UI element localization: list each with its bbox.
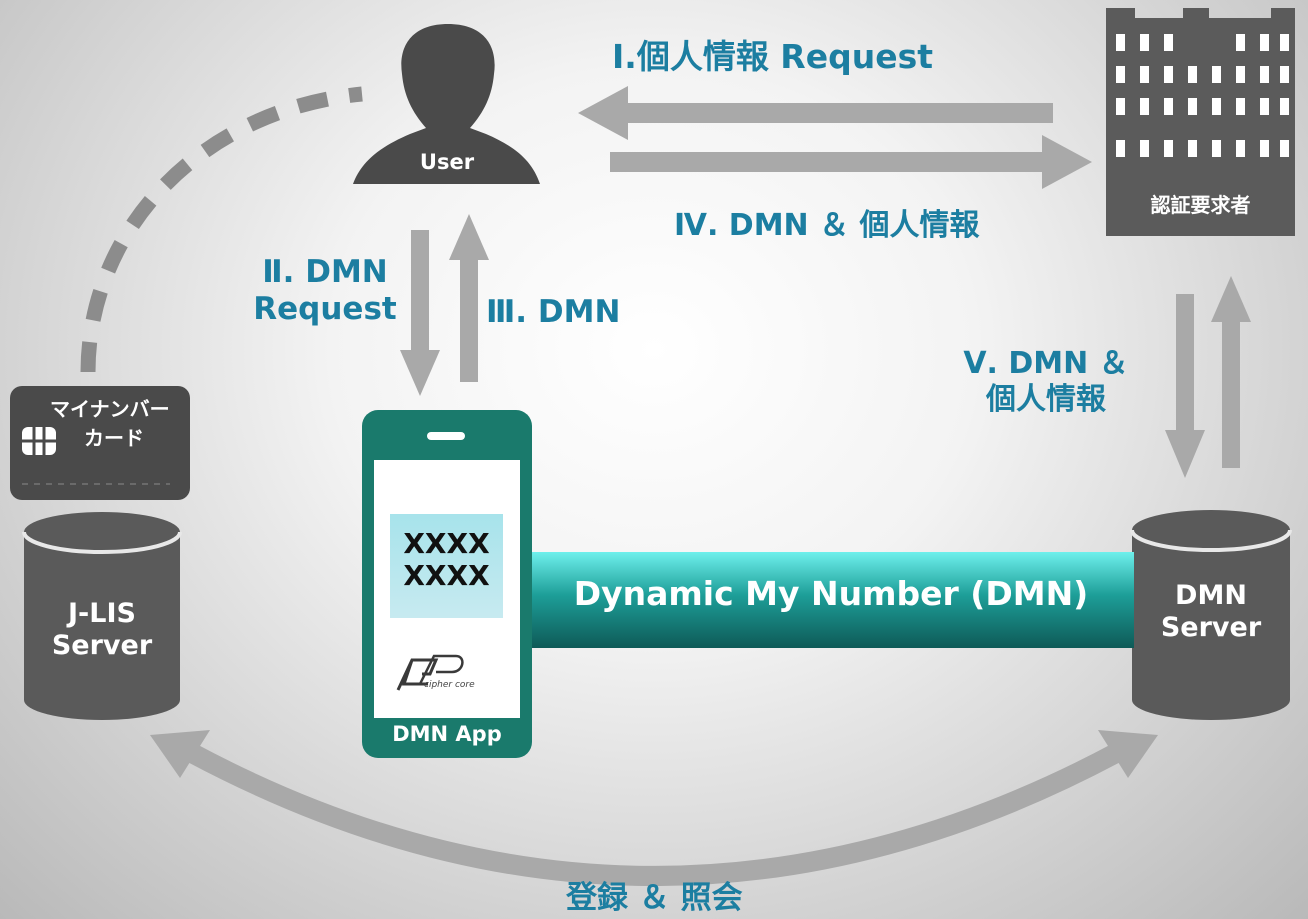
building-window	[1116, 66, 1125, 83]
building-window	[1164, 140, 1173, 157]
banner-text: Dynamic My Number (DMN)	[573, 574, 1089, 613]
dmn-server-line1: DMN	[1175, 580, 1247, 611]
building-window	[1260, 140, 1269, 157]
arrow-app-to-user	[449, 214, 489, 382]
arrow-user-to-app	[400, 230, 440, 396]
building-window	[1164, 34, 1173, 51]
dmn-server-icon	[1130, 510, 1292, 720]
step2-line2: Request	[253, 291, 397, 328]
building-window	[1280, 34, 1289, 51]
building-window	[1140, 34, 1149, 51]
building-window	[1212, 98, 1221, 115]
my-number-card-icon	[10, 386, 190, 500]
cipher-core-logo	[396, 654, 464, 691]
jlis-server-icon	[22, 512, 182, 720]
building-window	[1140, 98, 1149, 115]
building-window	[1188, 140, 1197, 157]
jlis-label: J-LIS Server	[24, 598, 180, 663]
jlis-line1: J-LIS	[68, 598, 136, 629]
building-window	[1236, 34, 1245, 51]
building-window	[1280, 140, 1289, 157]
building-window	[1212, 140, 1221, 157]
app-code: XXXX XXXX	[390, 527, 503, 593]
building-window	[1188, 98, 1197, 115]
arrow-requester-to-server	[1165, 294, 1205, 478]
step5-line2: 個人情報	[986, 382, 1106, 417]
building-window	[1236, 140, 1245, 157]
card-line1: マイナンバー	[50, 397, 170, 421]
building-window	[1236, 66, 1245, 83]
dmn-server-line2: Server	[1160, 612, 1262, 644]
user-icon	[353, 24, 540, 184]
building-window	[1280, 66, 1289, 83]
app-code-line1: XXXX	[403, 527, 490, 560]
building-window	[1236, 98, 1245, 115]
step5-line1: Ⅴ. DMN ＆	[963, 346, 1129, 381]
building-window	[1260, 34, 1269, 51]
arrow-registration-query	[150, 730, 1158, 886]
building-icon	[1106, 8, 1295, 236]
building-window	[1116, 140, 1125, 157]
step2-line1: Ⅱ. DMN	[262, 254, 388, 290]
phone-icon	[362, 410, 532, 758]
user-label: User	[419, 150, 475, 174]
app-label: DMN App	[392, 722, 502, 746]
building-window	[1164, 98, 1173, 115]
jlis-line2: Server	[51, 630, 153, 662]
arrow-requester-to-user	[578, 86, 1053, 140]
building-window	[1116, 98, 1125, 115]
dmn-banner	[528, 552, 1134, 648]
building-window	[1212, 66, 1221, 83]
step2-label: Ⅱ. DMN Request	[250, 254, 400, 328]
dmn-server-label: DMN Server	[1132, 580, 1290, 645]
card-line2: カード	[84, 426, 144, 450]
step1-label: Ⅰ.個人情報 Request	[612, 37, 934, 76]
cipher-core-brand: cipher core	[424, 680, 475, 690]
building-window	[1188, 66, 1197, 83]
building-window	[1140, 140, 1149, 157]
building-window	[1260, 98, 1269, 115]
building-window	[1140, 66, 1149, 83]
building-window	[1164, 66, 1173, 83]
app-code-line2: XXXX	[403, 559, 490, 593]
arrow-server-to-requester	[1211, 276, 1251, 468]
card-user-dashed-link	[80, 86, 363, 373]
building-window	[1280, 98, 1289, 115]
code-display	[390, 514, 503, 618]
requester-label: 認証要求者	[1150, 193, 1251, 217]
bottom-label: 登録 ＆ 照会	[566, 880, 743, 916]
building-window	[1116, 34, 1125, 51]
step4-label: Ⅳ. DMN ＆ 個人情報	[674, 208, 980, 243]
building-window	[1260, 66, 1269, 83]
step3-label: Ⅲ. DMN	[486, 294, 621, 330]
step5-label: Ⅴ. DMN ＆ 個人情報	[948, 346, 1144, 418]
arrow-user-to-requester	[610, 135, 1092, 189]
